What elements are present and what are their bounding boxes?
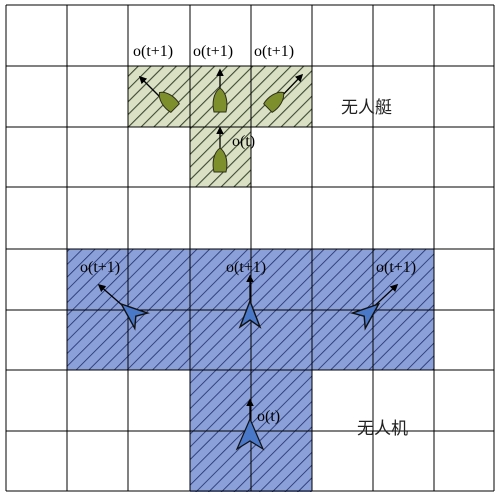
boat-icon (263, 91, 285, 113)
boat-center (212, 68, 228, 113)
label-next-right: o(t+1) (376, 259, 416, 276)
boat-icon (212, 87, 228, 113)
uav-center (238, 274, 262, 329)
label-next-center: o(t+1) (193, 43, 233, 60)
uav-arrowhead-icon (119, 302, 151, 331)
label-next-left: o(t+1) (80, 259, 120, 276)
grid-lines (5, 4, 495, 492)
boat-current (212, 126, 228, 173)
label-next-right: o(t+1) (254, 43, 294, 60)
uav-arrowhead-icon (238, 299, 262, 329)
label-current: o(t) (257, 408, 280, 425)
uav-left (97, 283, 151, 331)
boat-icon (212, 147, 228, 173)
uav-right (349, 283, 399, 331)
label-next-center: o(t+1) (226, 259, 266, 276)
boat-position-labels: o(t+1) o(t+1) o(t+1) o(t) (133, 43, 294, 150)
label-current: o(t) (232, 133, 255, 150)
uav-caption: 无人机 (357, 419, 408, 439)
boat-left (138, 75, 180, 113)
boat-caption: 无人艇 (341, 98, 392, 118)
boat-icon (158, 91, 180, 113)
label-next-left: o(t+1) (133, 43, 173, 60)
uav-position-labels: o(t+1) o(t+1) o(t+1) o(t) (80, 259, 416, 425)
uav-arrowhead-icon (349, 302, 381, 331)
boat-right (263, 73, 304, 113)
uav-current (235, 398, 265, 451)
uav-arrowhead-icon (235, 417, 265, 451)
